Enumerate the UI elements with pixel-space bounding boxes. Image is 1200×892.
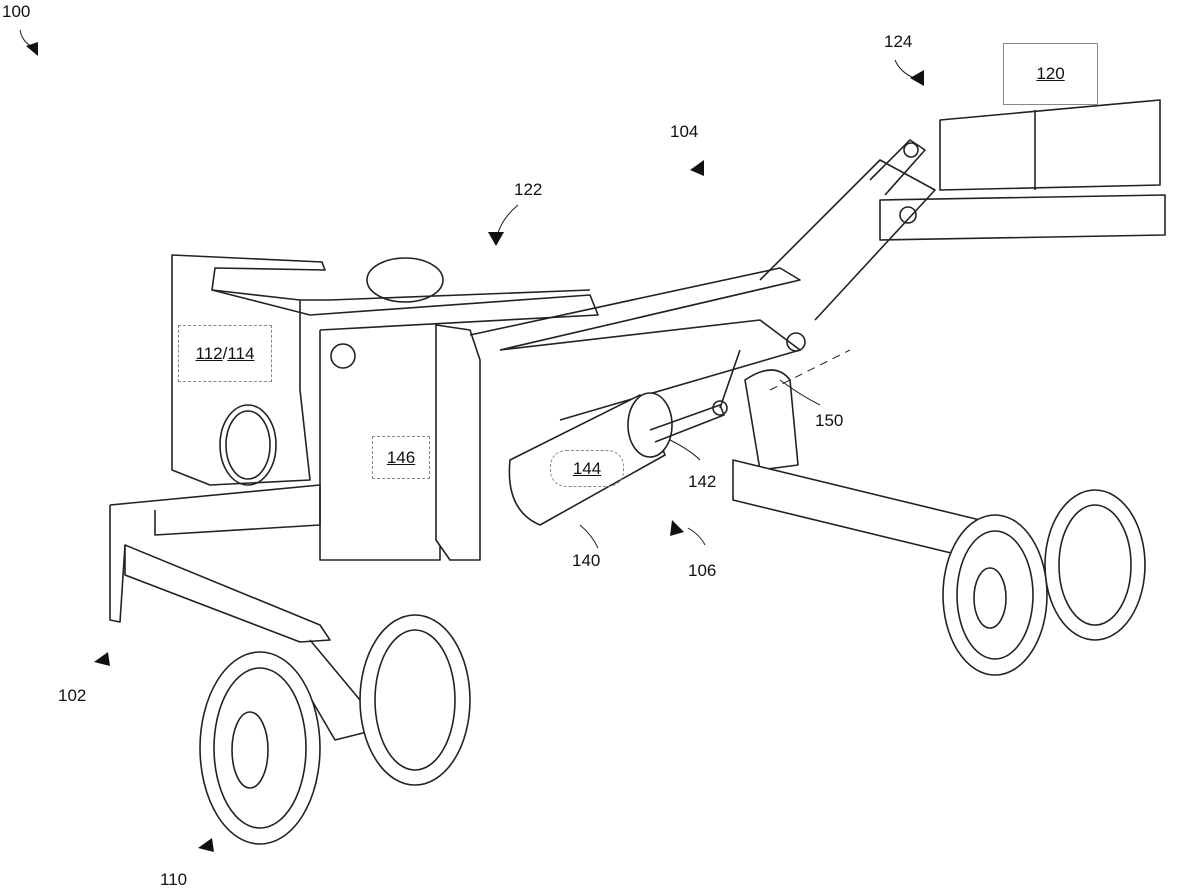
label-112: 112	[195, 343, 223, 363]
ref-124: 124	[884, 32, 913, 51]
arrow-110	[198, 838, 214, 852]
ref-140: 140	[572, 551, 601, 570]
actuator-cylinder	[508, 349, 741, 526]
arrow-106	[670, 520, 684, 536]
boom-arm	[469, 139, 1166, 421]
label-114: 114	[227, 343, 255, 363]
arrow-122	[488, 232, 504, 246]
ref-104: 104	[670, 122, 699, 141]
cab-body	[171, 254, 599, 561]
label-slash: /	[222, 343, 228, 363]
arrow-104	[690, 160, 704, 176]
ref-110: 110	[160, 870, 188, 889]
label-120: 120	[1036, 64, 1065, 83]
front-left-wheels	[199, 614, 471, 845]
rear-right-wheels	[942, 489, 1146, 676]
ref-150: 150	[815, 411, 844, 430]
right-leg	[732, 369, 1001, 561]
end-effector	[939, 99, 1161, 191]
box-146: 146	[372, 436, 430, 479]
label-146: 146	[386, 447, 416, 467]
box-120: 120	[1003, 43, 1098, 105]
arrow-124	[910, 70, 924, 86]
ref-106: 106	[688, 561, 717, 580]
ref-102: 102	[58, 686, 87, 705]
arrow-100	[26, 42, 38, 56]
ref-122: 122	[514, 180, 543, 199]
ref-100: 100	[2, 2, 31, 21]
label-144: 144	[572, 458, 602, 478]
left-leg	[109, 484, 376, 741]
arrow-102	[94, 652, 110, 666]
leader-arrows	[19, 29, 924, 852]
axis-150-line	[769, 349, 851, 391]
ref-142: 142	[688, 472, 717, 491]
box-144: 144	[550, 450, 624, 487]
box-112-114: 112/114	[178, 325, 272, 382]
